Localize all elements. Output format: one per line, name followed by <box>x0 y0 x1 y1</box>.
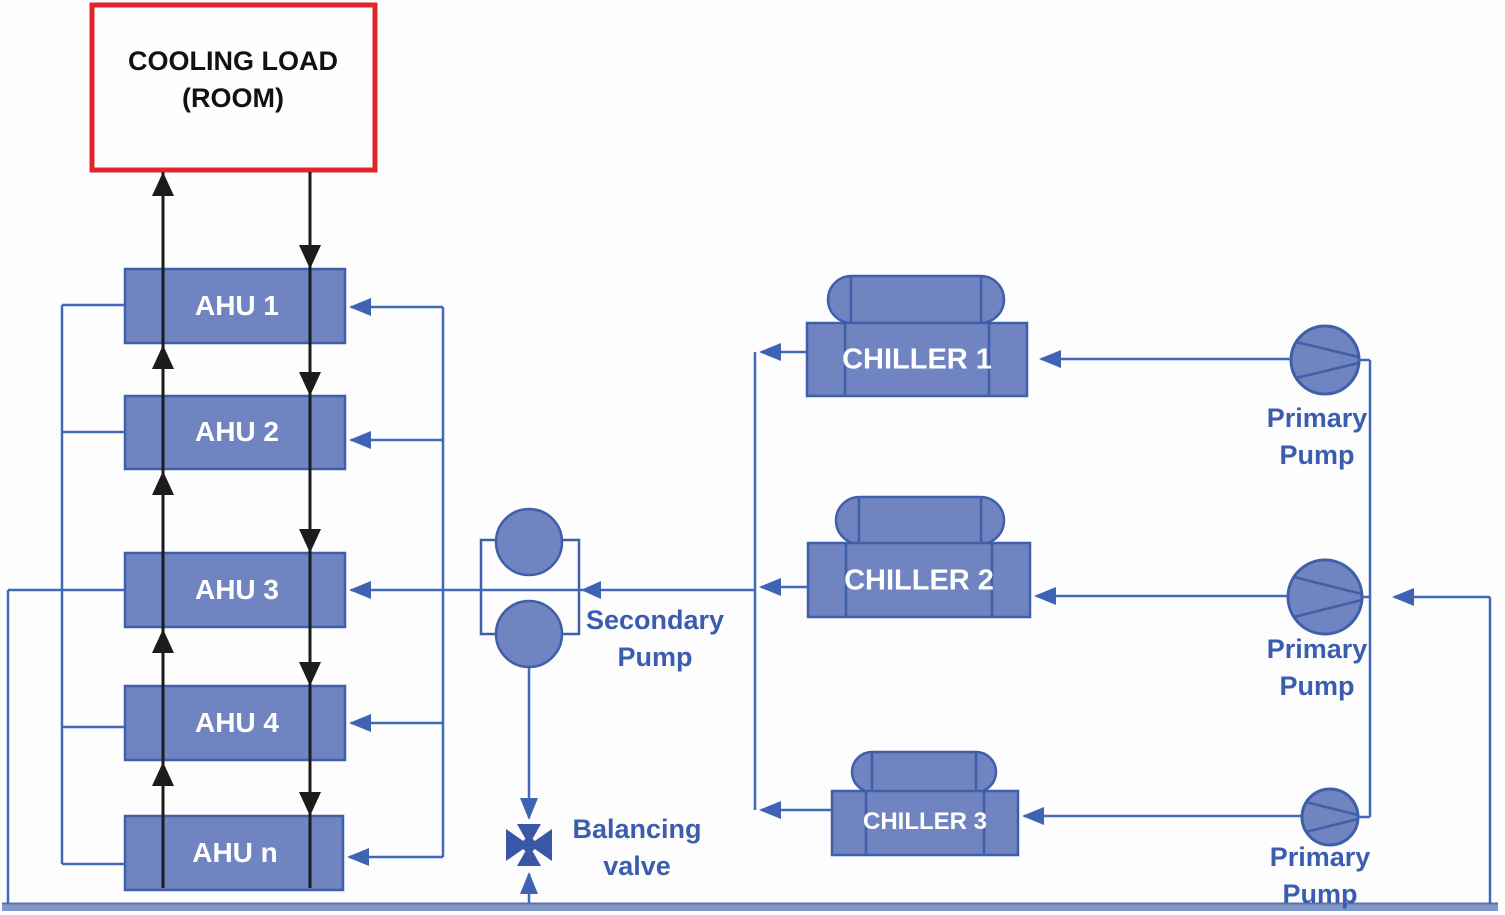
chilled-water-supply-piping <box>347 298 832 866</box>
chiller-2-shape <box>806 495 1032 619</box>
bottom-pipe-bar <box>2 903 1498 911</box>
ahu-n-label: AHU n <box>192 837 278 868</box>
primary-pump-2-symbol <box>1286 558 1364 636</box>
primary-pump-3-symbol <box>1300 787 1360 847</box>
balancing-valve-branch <box>506 668 552 903</box>
secondary-pump-label: Secondary Pump <box>586 602 724 676</box>
chiller-3-drum <box>850 750 998 794</box>
balancing-valve-label-line2: valve <box>603 851 671 881</box>
arrow-into-secondary-pump <box>581 581 601 599</box>
secondary-pump-2-symbol <box>494 599 564 669</box>
secondary-pump-label-line2: Pump <box>617 642 693 672</box>
cooling-load-label: COOLING LOAD (ROOM) <box>128 43 338 117</box>
cooling-load-box <box>89 2 378 173</box>
chiller-3-shape <box>830 750 1020 857</box>
air-flow-arrowheads <box>152 172 321 816</box>
ahu-3-label: AHU 3 <box>194 574 280 605</box>
chiller-1-drum <box>826 274 1006 325</box>
room-air-loop <box>152 172 321 888</box>
ahu-1-label: AHU 1 <box>194 290 280 321</box>
primary-pump-1-label: Primary Pump <box>1266 403 1368 470</box>
secondary-pump-1-symbol <box>494 507 564 577</box>
ahu-4-label: AHU 4 <box>194 707 280 738</box>
chiller-1-label: CHILLER 1 <box>842 343 992 376</box>
chiller-3-body <box>830 789 1020 857</box>
balancing-valve-label: Balancing valve <box>572 811 701 885</box>
chiller-3-label: CHILLER 3 <box>862 808 988 835</box>
cooling-load-line1: COOLING LOAD <box>128 46 338 76</box>
chillers <box>805 274 1032 857</box>
cooling-load-rect <box>89 2 378 173</box>
chiller-2-drum <box>834 495 1006 546</box>
chiller-1-body <box>805 321 1029 398</box>
bottom-return-pipe <box>2 902 1498 911</box>
primary-pump-2-label: Primary Pump <box>1266 634 1368 701</box>
balancing-valve-label-line1: Balancing <box>572 814 702 844</box>
balancing-valve-icon <box>506 824 552 866</box>
secondary-pump-label-line1: Secondary <box>585 605 725 635</box>
chiller-2-label: CHILLER 2 <box>844 564 994 597</box>
secondary-pump-assembly <box>479 507 581 669</box>
ahu-2-label: AHU 2 <box>194 416 280 447</box>
chilled-water-return-piping <box>6 303 1492 904</box>
primary-pump-3-label: Primary Pump <box>1269 842 1371 909</box>
primary-pump-1-symbol <box>1289 324 1361 396</box>
ahu-n-box <box>123 814 345 892</box>
chiller-1-shape <box>805 274 1029 398</box>
cooling-load-line2: (ROOM) <box>182 83 284 113</box>
